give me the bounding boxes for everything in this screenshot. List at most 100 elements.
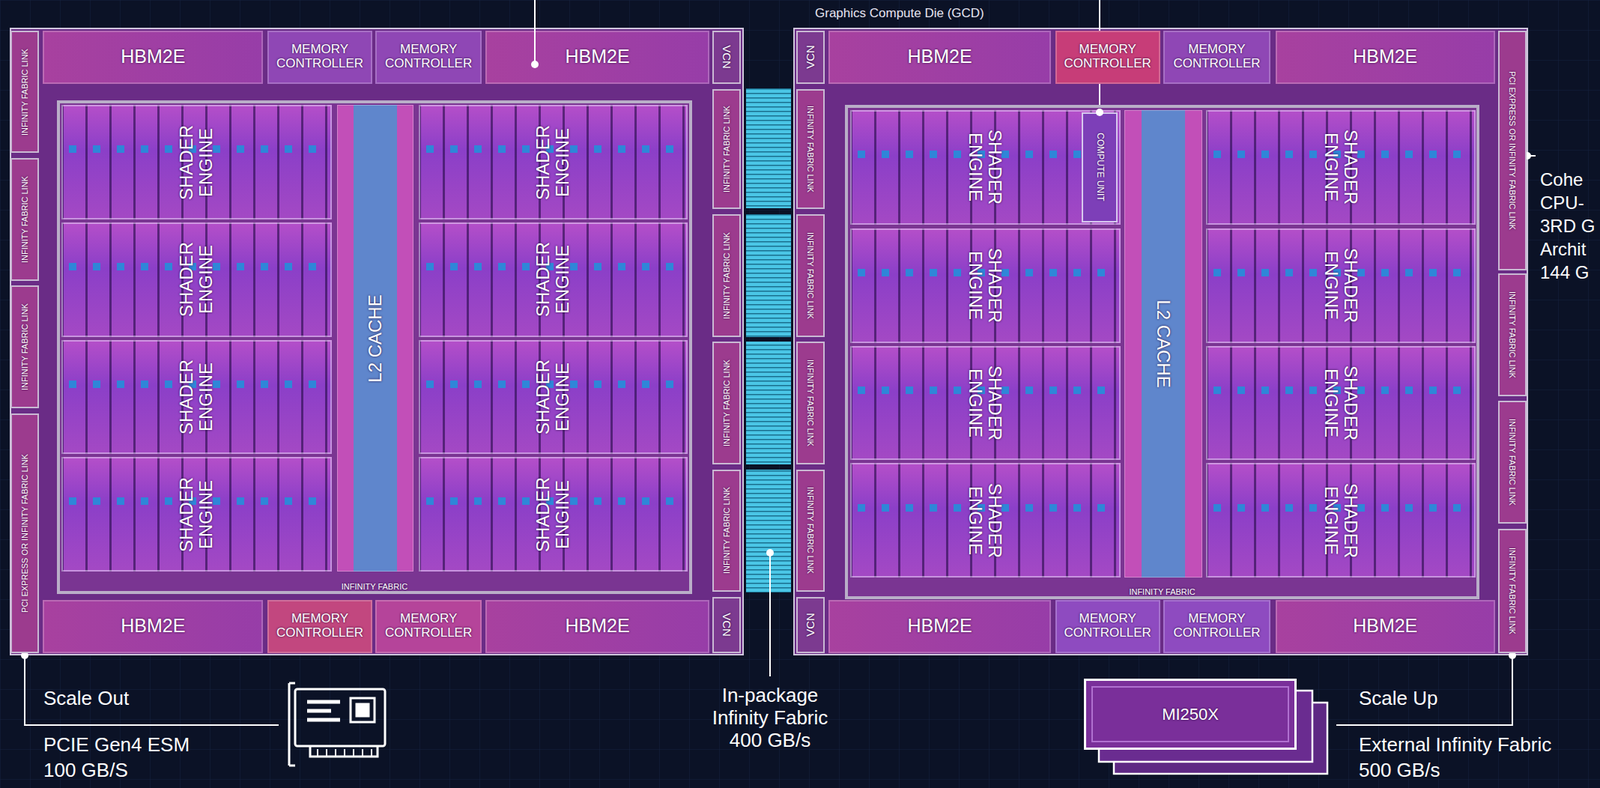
annotation-text: In-package Infinity Fabric 400 GB/s: [698, 684, 842, 753]
block-label: SHADER ENGINE: [1321, 124, 1362, 211]
block-label: INFINITY FABRIC: [1128, 587, 1195, 597]
block-label: HBM2E: [1352, 47, 1418, 69]
block-label: INFINITY FABRIC LINK: [805, 232, 815, 320]
bridge-lanes: [746, 88, 792, 593]
block-label: HBM2E: [907, 616, 973, 638]
l2-cache: L2 CACHE: [337, 104, 414, 572]
block-label: SHADER ENGINE: [533, 236, 574, 323]
fabric-link: PCI EXPRESS OR INFINITY FABRIC LINK: [1498, 30, 1527, 271]
fabric-link: INFINITY FABRIC LINK: [712, 214, 741, 337]
fabric-link: INFINITY FABRIC LINK: [10, 285, 39, 408]
block-label: INFINITY FABRIC LINK: [722, 359, 732, 447]
bridge-lane: [746, 469, 792, 593]
shader-engine: SHADER ENGINE: [1205, 110, 1476, 225]
annotation-text: External Infinity Fabric: [1358, 734, 1552, 757]
card-traces: [307, 701, 341, 720]
shader-engine: SHADER ENGINE: [418, 222, 689, 338]
block-label: INFINITY FABRIC LINK: [20, 176, 30, 263]
block-label: MEMORY CONTROLLER: [1168, 43, 1266, 72]
leader-line: [769, 552, 771, 677]
leader-lines: [24, 0, 1536, 726]
block-label: SHADER ENGINE: [1321, 477, 1362, 564]
l2-cache: L2 CACHE: [1124, 110, 1203, 578]
annotation-text: 500 GB/s: [1358, 759, 1440, 783]
block-label: INFINITY FABRIC LINK: [722, 232, 732, 320]
hbm-stack: HBM2E: [1275, 30, 1496, 84]
fabric-link: INFINITY FABRIC LINK: [712, 89, 741, 210]
fabric-link: INFINITY FABRIC LINK: [10, 158, 39, 281]
fabric-link: INFINITY FABRIC LINK: [1498, 273, 1527, 396]
shader-engine: SHADER ENGINE: [1205, 346, 1476, 461]
annotation-text: 144 G: [1540, 262, 1589, 284]
annotation-text: CPU-: [1540, 192, 1585, 214]
shader-engine: SHADER ENGINE: [850, 346, 1121, 461]
shader-engine: SHADER ENGINE: [850, 462, 1121, 578]
fabric-link: INFINITY FABRIC LINK: [796, 341, 825, 464]
block-label: SHADER ENGINE: [965, 359, 1006, 446]
shader-engine: SHADER ENGINE: [61, 222, 332, 338]
annotation-text: Scale Up: [1358, 687, 1439, 711]
network-card-icon: [289, 683, 386, 766]
annotation-text: 100 GB/S: [43, 759, 129, 783]
memory-controller: MEMORY CONTROLLER: [1163, 30, 1271, 84]
block-label: INFINITY FABRIC LINK: [1507, 291, 1517, 379]
fabric-region: INFINITY FABRIC SHADER ENGINE COMPUTE UNIT…: [844, 104, 1480, 599]
card-chip: [350, 698, 375, 723]
memory-controller: MEMORY CONTROLLER: [375, 30, 482, 84]
fabric-link: INFINITY FABRIC LINK: [712, 469, 741, 592]
annotation-text: Scale Out: [43, 687, 129, 711]
memory-controller: MEMORY CONTROLLER: [267, 30, 373, 84]
annotation-text: 3RD G: [1540, 215, 1595, 237]
block-label: INFINITY FABRIC LINK: [722, 105, 732, 193]
memory-controller: MEMORY CONTROLLER: [1055, 30, 1161, 84]
block-label: SHADER ENGINE: [533, 471, 574, 558]
shader-engine: SHADER ENGINE: [418, 340, 689, 455]
block-label: COMPUTE UNIT: [1094, 133, 1105, 202]
block-label: INFINITY FABRIC LINK: [805, 359, 815, 447]
annotation-text: Archit: [1540, 238, 1586, 260]
block-label: VCN: [720, 613, 734, 638]
block-label: HBM2E: [565, 616, 630, 638]
fabric-link: INFINITY FABRIC LINK: [712, 341, 741, 464]
memory-controller: MEMORY CONTROLLER: [1163, 600, 1271, 654]
leader-dot: [766, 549, 774, 557]
leader-dot: [531, 60, 539, 69]
block-label: VCN: [720, 44, 734, 69]
bridge-lane: [746, 214, 792, 338]
block-label: SHADER ENGINE: [1321, 359, 1362, 446]
block-label: PCI EXPRESS OR INFINITY FABRIC LINK: [20, 453, 30, 613]
block-label: SHADER ENGINE: [176, 119, 217, 206]
bridge-lane: [746, 341, 792, 465]
shader-engine: SHADER ENGINE: [418, 104, 689, 220]
bridge-lane: [746, 88, 792, 209]
shader-engine: SHADER ENGINE: [61, 340, 332, 455]
shader-engine: SHADER ENGINE: [61, 456, 332, 572]
shader-engine: SHADER ENGINE: [418, 456, 689, 572]
block-label: INFINITY FABRIC LINK: [805, 105, 815, 193]
block-label: HBM2E: [565, 47, 630, 69]
block-label: L2 CACHE: [1153, 299, 1174, 388]
block-label: L2 CACHE: [364, 294, 385, 383]
leader-line: [1336, 655, 1513, 726]
block-label: INFINITY FABRIC LINK: [20, 48, 30, 136]
block-label: MEMORY CONTROLLER: [380, 612, 477, 641]
block-label: INFINITY FABRIC LINK: [1507, 547, 1517, 635]
block-label: VCN: [803, 613, 817, 638]
leader-line: [24, 655, 279, 726]
block-label: MEMORY CONTROLLER: [1060, 612, 1156, 641]
card-chip-core: [356, 704, 369, 717]
block-label: SHADER ENGINE: [1321, 242, 1362, 329]
block-label: SHADER ENGINE: [176, 236, 217, 323]
memory-controller: MEMORY CONTROLLER: [1055, 600, 1161, 654]
compute-unit: COMPUTE UNIT: [1081, 112, 1118, 223]
block-label: SHADER ENGINE: [176, 471, 217, 558]
annotation-text: PCIE Gen4 ESM: [43, 734, 190, 757]
block-label: HBM2E: [907, 47, 973, 69]
block-label: INFINITY FABRIC LINK: [805, 486, 815, 574]
block-label: PCI EXPRESS OR INFINITY FABRIC LINK: [1507, 71, 1517, 230]
block-label: MI250X: [1161, 704, 1219, 723]
block-label: HBM2E: [120, 616, 186, 638]
die-outline: [10, 28, 744, 655]
fabric-link: INFINITY FABRIC LINK: [796, 89, 825, 210]
fabric-link: INFINITY FABRIC LINK: [1498, 400, 1527, 523]
